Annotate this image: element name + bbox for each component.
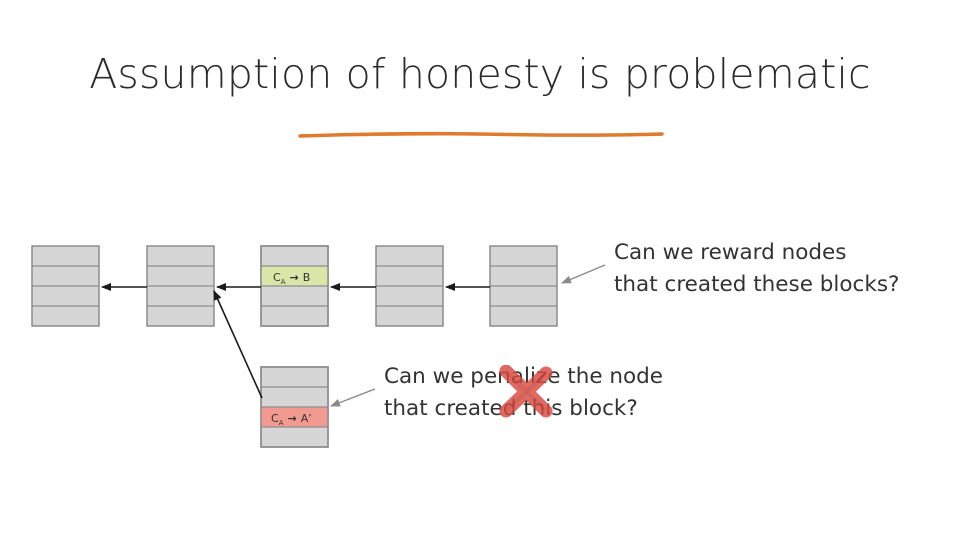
callout-reward-line-2: that created these blocks?	[614, 272, 900, 297]
block-4	[375, 245, 444, 327]
x-mark-icon	[499, 365, 553, 418]
block-1	[31, 245, 100, 327]
block-5	[489, 245, 558, 327]
fork-transaction-label: CA→A’	[271, 412, 312, 427]
valid-transaction-highlight	[261, 266, 328, 286]
pointer-arrow-fork-to-2	[213, 290, 263, 399]
callout-leader-penalize	[330, 388, 376, 407]
block-3-valid-transaction: CA→B	[260, 245, 329, 327]
callout-reward-line-1: Can we reward nodes	[614, 240, 847, 265]
fork-transaction-highlight	[261, 407, 328, 427]
callout-reward: Can we reward nodes that created these b…	[614, 237, 899, 301]
title-underline	[298, 131, 664, 138]
hash-pointer-arrows	[101, 283, 490, 399]
callout-leader-reward	[561, 264, 606, 284]
block-2	[146, 245, 215, 327]
fork-block-conflicting-transaction: CA→A’	[260, 366, 329, 448]
valid-transaction-label: CA→B	[273, 271, 310, 286]
slide-title: Assumption of honesty is problematic	[89, 50, 871, 98]
